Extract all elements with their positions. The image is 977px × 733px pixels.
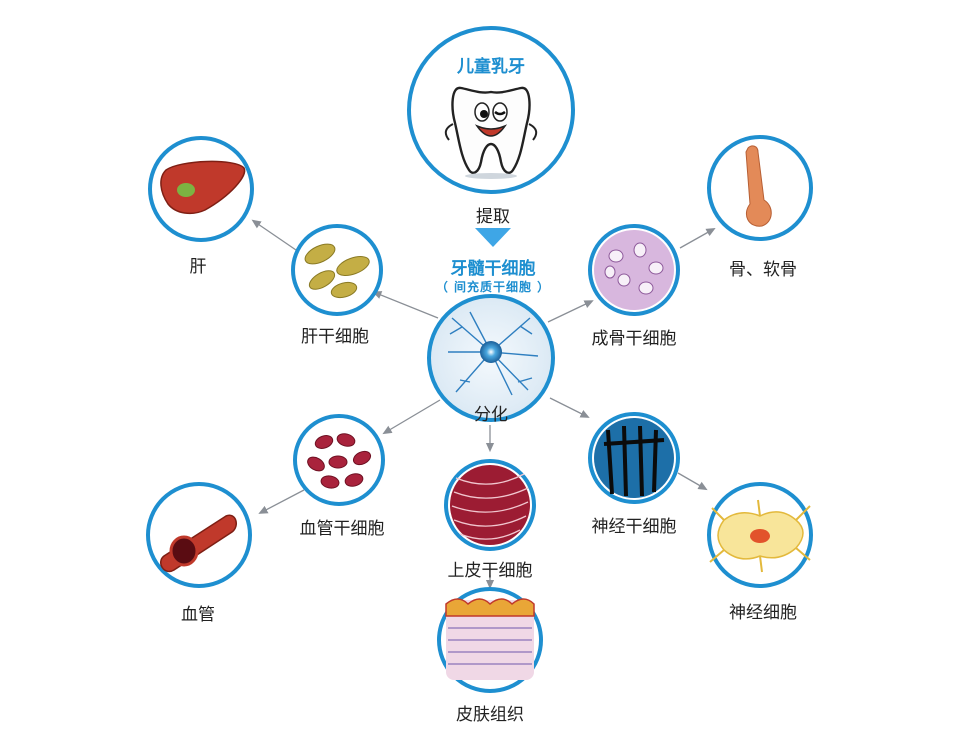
- arrow-center-to-neural-stem: [549, 397, 590, 418]
- tooth-node: [407, 26, 575, 194]
- arrow-neural-stem-to-neuron: [677, 472, 708, 491]
- liver-node: [148, 136, 254, 242]
- arrow-vessel-stem-to-vessel: [258, 489, 305, 514]
- stem-cell-icon: [448, 311, 539, 396]
- tooth-title: 儿童乳牙: [457, 57, 525, 77]
- extract-label: 提取: [476, 207, 510, 227]
- neuron-icon: [709, 499, 811, 573]
- connector-lines: [251, 219, 716, 590]
- bone-cells-icon: [604, 242, 664, 295]
- arrow-center-to-vessel-stem: [382, 399, 441, 435]
- bone-stem-cell-node: [588, 224, 680, 316]
- liver-cells-icon: [304, 243, 370, 299]
- liver-label: 肝: [189, 257, 207, 277]
- epithelial-stem-cell-label: 上皮干细胞: [447, 561, 533, 581]
- blood-cells-icon: [307, 433, 372, 489]
- vessel-label: 血管: [181, 605, 215, 625]
- vessel-stem-cell-label: 血管干细胞: [299, 519, 385, 539]
- neuron-node: [707, 482, 813, 588]
- neuron-label: 神经细胞: [729, 603, 797, 623]
- epithelial-stem-cell-node: [444, 459, 536, 551]
- vessel-stem-cell-node: [293, 414, 385, 506]
- epithelial-fibers-icon: [451, 473, 529, 540]
- liver-organ-icon: [160, 160, 246, 215]
- arrow-bone-stem-to-bone: [679, 227, 716, 249]
- bone-stem-cell-label: 成骨干细胞: [591, 329, 677, 349]
- neural-stem-cell-label: 神经干细胞: [591, 517, 677, 537]
- extract-arrow: [475, 228, 511, 247]
- arrow-liver-stem-to-liver: [251, 219, 297, 251]
- arrow-center-to-liver-stem: [372, 291, 439, 319]
- skin-node: [437, 587, 543, 693]
- bone-node: [707, 135, 813, 241]
- liver-stem-cell-label: 肝干细胞: [301, 327, 369, 347]
- bone-icon: [745, 145, 772, 227]
- liver-stem-cell-node: [291, 224, 383, 316]
- differentiate-label: 分化: [474, 405, 508, 425]
- neural-fibers-icon: [603, 425, 665, 497]
- arrow-center-to-bone-stem: [547, 300, 594, 323]
- bone-label: 骨、软骨: [729, 260, 797, 280]
- skin-tissue-icon: [445, 598, 535, 617]
- cartoon-tooth-icon: [444, 86, 538, 179]
- center-title: 牙髓干细胞: [450, 259, 536, 279]
- center-subtitle: （ 间充质干细胞 ）: [435, 280, 551, 294]
- vessel-node: [146, 482, 252, 588]
- neural-stem-cell-node: [588, 412, 680, 504]
- stem-cell-node: [427, 294, 555, 422]
- skin-label: 皮肤组织: [456, 705, 524, 725]
